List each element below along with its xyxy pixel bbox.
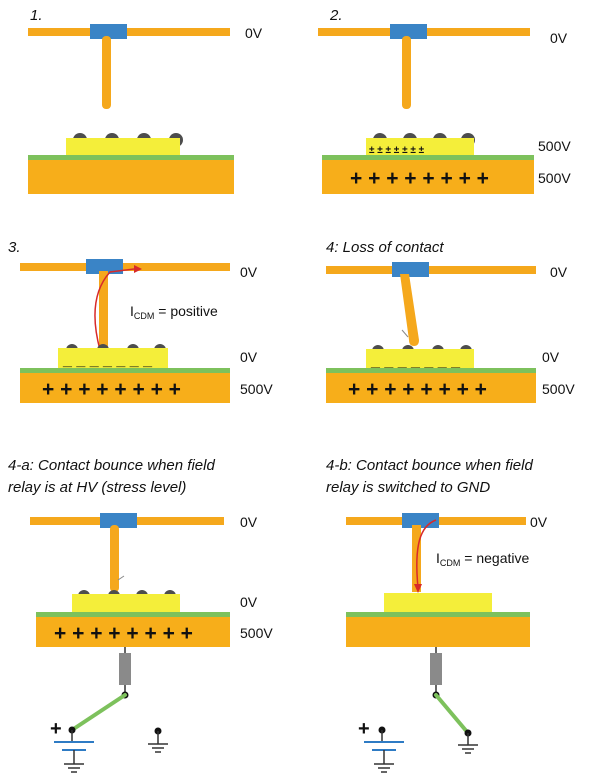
probe-arm bbox=[20, 263, 230, 271]
substrate-charge-label: + + + + + + + + bbox=[350, 167, 489, 190]
probe-pin bbox=[110, 525, 119, 592]
field-plate bbox=[36, 617, 230, 647]
probe-contact bbox=[390, 24, 427, 39]
probe-pin bbox=[402, 36, 411, 109]
probe-contact bbox=[90, 24, 127, 39]
substrate-charge-label: + + + + + + + + bbox=[42, 378, 181, 401]
chip-voltage-label: 0V bbox=[542, 349, 560, 365]
chip-voltage-label: 500V bbox=[538, 138, 571, 154]
current-path bbox=[94, 268, 135, 351]
ground-symbol bbox=[374, 763, 394, 773]
probe-contact bbox=[100, 513, 137, 528]
chip-negative-label: _ _ _ _ _ _ _ bbox=[370, 353, 461, 370]
substrate-charge-label: + + + + + + + + bbox=[348, 378, 487, 401]
panel-4: 4: Loss of contact 0V _ _ _ _ _ _ _ + + … bbox=[326, 239, 575, 403]
panel-4b-title-line2: relay is switched to GND bbox=[326, 479, 490, 496]
ground-symbol bbox=[458, 744, 478, 754]
substrate-voltage-label: 500V bbox=[240, 625, 273, 641]
chip bbox=[66, 138, 180, 158]
current-label: ICDM = negative bbox=[436, 550, 529, 568]
panel-4b: 4-b: Contact bounce when field relay is … bbox=[326, 457, 548, 773]
substrate-charge-label: + + + + + + + + bbox=[54, 622, 193, 645]
substrate-voltage-label: 500V bbox=[542, 381, 575, 397]
chip bbox=[366, 138, 474, 158]
chip-voltage-label: 0V bbox=[240, 594, 258, 610]
ground-plane bbox=[346, 612, 530, 617]
probe-arm bbox=[326, 266, 536, 274]
panel-4a-title-line2: relay is at HV (stress level) bbox=[8, 479, 186, 496]
probe-contact bbox=[86, 259, 123, 274]
probe-voltage-label: 0V bbox=[550, 264, 568, 280]
current-arrowhead bbox=[414, 584, 422, 593]
chip-voltage-label: 0V bbox=[240, 349, 258, 365]
panel-1: 1. 0V bbox=[28, 7, 263, 194]
probe-voltage-label: 0V bbox=[550, 30, 568, 46]
probe-contact bbox=[392, 262, 429, 277]
ground-plane bbox=[326, 368, 536, 373]
panel-2-title: 2. bbox=[329, 7, 343, 24]
probe-arm bbox=[28, 28, 230, 36]
probe-pin bbox=[99, 271, 108, 349]
field-plate bbox=[322, 160, 534, 194]
field-plate bbox=[28, 160, 234, 194]
battery-plus-sign: + bbox=[358, 718, 370, 740]
panel-4a: 4-a: Contact bounce when field relay is … bbox=[8, 457, 273, 773]
chip bbox=[58, 348, 168, 368]
relay-switch-lever bbox=[70, 693, 127, 732]
spark-mark bbox=[401, 329, 409, 338]
panel-4b-title-line1: 4-b: Contact bounce when field bbox=[326, 457, 533, 474]
panel-2: 2. 0V ± ± ± ± ± ± ± + + + + + + + + 500V… bbox=[318, 7, 571, 194]
resistor bbox=[430, 653, 442, 685]
ground-plane bbox=[322, 155, 534, 160]
substrate-voltage-label: 500V bbox=[538, 170, 571, 186]
panel-3: 3. 0V ICDM = positive _ _ _ _ _ _ _ + + … bbox=[8, 239, 273, 403]
field-plate bbox=[346, 617, 530, 647]
spark-mark bbox=[117, 575, 125, 581]
ground-symbol bbox=[64, 763, 84, 773]
chip-negative-label: _ _ _ _ _ _ _ bbox=[62, 352, 153, 369]
substrate-voltage-label: 500V bbox=[240, 381, 273, 397]
ground-symbol bbox=[148, 743, 168, 753]
field-plate bbox=[20, 373, 230, 403]
chip bbox=[366, 349, 474, 369]
panel-1-title: 1. bbox=[30, 7, 43, 24]
chip bbox=[384, 593, 492, 614]
chip bbox=[72, 594, 180, 614]
panel-3-title: 3. bbox=[8, 239, 21, 256]
ground-plane bbox=[36, 612, 230, 617]
probe-voltage-label: 0V bbox=[245, 25, 263, 41]
chip-charge-label: ± ± ± ± ± ± ± bbox=[369, 145, 425, 156]
current-arrowhead bbox=[134, 265, 142, 273]
probe-pin bbox=[102, 36, 111, 109]
battery-plus-sign: + bbox=[50, 718, 62, 740]
relay-switch-lever bbox=[434, 693, 470, 735]
probe-voltage-label: 0V bbox=[530, 514, 548, 530]
current-label: ICDM = positive bbox=[130, 303, 218, 321]
resistor bbox=[119, 653, 131, 685]
field-plate bbox=[326, 373, 536, 403]
probe-pin bbox=[400, 274, 419, 346]
probe-voltage-label: 0V bbox=[240, 264, 258, 280]
panel-4a-title-line1: 4-a: Contact bounce when field bbox=[8, 457, 215, 474]
panel-4-title: 4: Loss of contact bbox=[326, 239, 444, 256]
chip-negative-label: _ _ _ _ _ _ _ bbox=[76, 598, 167, 615]
current-path bbox=[416, 519, 437, 589]
ground-plane bbox=[20, 368, 230, 373]
probe-voltage-label: 0V bbox=[240, 514, 258, 530]
ground-plane bbox=[28, 155, 234, 160]
